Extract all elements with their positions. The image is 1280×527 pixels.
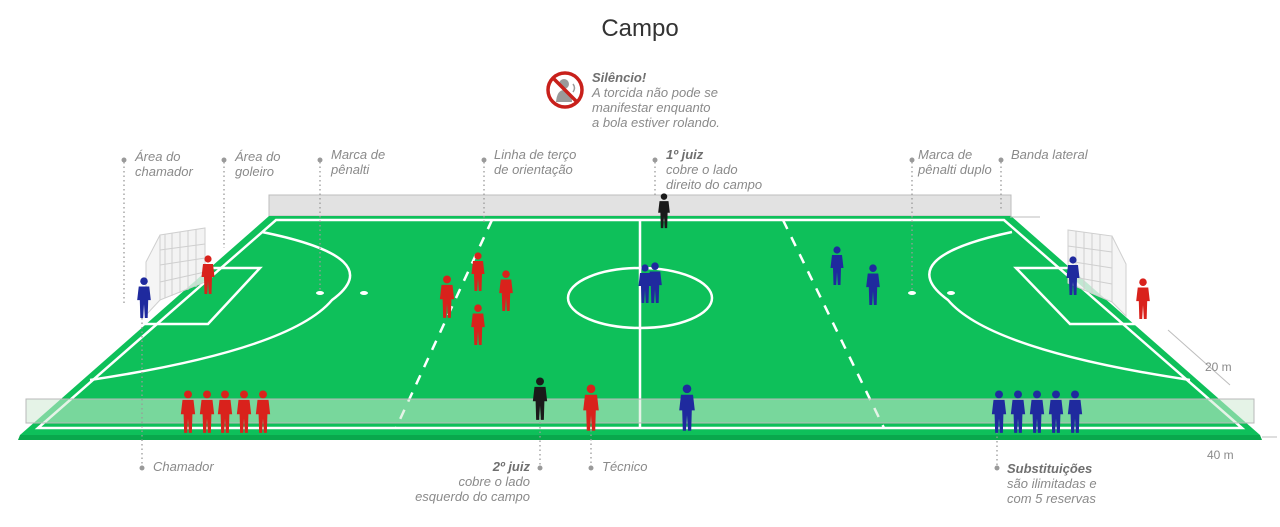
red-goalkeeper xyxy=(1136,278,1150,319)
blue-player xyxy=(137,277,151,318)
label-marca-penalti-line2: pênalti xyxy=(331,162,370,177)
left-keeper-box xyxy=(108,266,263,326)
dim-width-line xyxy=(1167,329,1231,386)
label-substituicoes: Substituições são ilimitadas e com 5 res… xyxy=(1007,461,1097,506)
red-player xyxy=(499,270,513,311)
blue-player xyxy=(866,264,880,305)
blue-player xyxy=(648,262,662,303)
red-player xyxy=(471,304,485,345)
right-penalty-mark xyxy=(908,291,916,295)
label-tecnico: Técnico xyxy=(602,459,648,474)
blue-player xyxy=(830,246,844,285)
referee-1 xyxy=(658,193,670,229)
red-reserve xyxy=(199,390,215,433)
label-juiz1-title: 1º juiz xyxy=(666,147,704,162)
left-double-penalty-mark xyxy=(360,291,368,295)
label-marca-penalti-duplo: Marca de pênalti duplo xyxy=(918,147,992,177)
label-subst-line2: com 5 reservas xyxy=(1007,491,1096,506)
red-player xyxy=(471,252,485,291)
label-area-chamador: Área do chamador xyxy=(135,149,193,179)
label-juiz2-title: 2º juiz xyxy=(492,459,530,474)
label-juiz2-line2: esquerdo do campo xyxy=(415,489,530,504)
silence-line-3: a bola estiver rolando. xyxy=(592,115,720,130)
red-player xyxy=(439,275,455,318)
red-reserve xyxy=(180,390,196,433)
right-double-penalty-mark xyxy=(947,291,955,295)
label-juiz1: 1º juiz cobre o lado direito do campo xyxy=(666,147,762,192)
right-third-line xyxy=(781,219,886,429)
page-title: Campo xyxy=(601,15,679,42)
label-marca-penalti-duplo-line1: Marca de xyxy=(918,147,973,162)
label-marca-penalti: Marca de pênalti xyxy=(331,147,385,177)
field-edge xyxy=(18,435,1262,440)
blue-player xyxy=(638,264,652,303)
label-area-goleiro-line1: Área do xyxy=(235,149,281,164)
label-area-chamador-line1: Área do xyxy=(135,149,181,164)
back-side-band xyxy=(268,194,1012,217)
label-area-goleiro-line2: goleiro xyxy=(235,164,275,179)
silence-line-2: manifestar enquanto xyxy=(592,100,711,115)
label-juiz1-line2: direito do campo xyxy=(666,177,763,192)
label-linha-terco-line2: de orientação xyxy=(494,162,573,177)
left-penalty-mark xyxy=(316,291,324,295)
label-marca-penalti-line1: Marca de xyxy=(331,147,386,162)
right-goal xyxy=(1067,229,1127,318)
label-area-chamador-line2: chamador xyxy=(135,164,193,179)
label-juiz2: 2º juiz cobre o lado esquerdo do campo xyxy=(405,459,530,504)
red-reserve xyxy=(217,390,233,433)
label-area-goleiro: Área do goleiro xyxy=(235,149,281,179)
label-subst-line1: são ilimitadas e xyxy=(1007,476,1097,491)
red-player xyxy=(201,255,215,294)
label-chamador: Chamador xyxy=(153,459,214,474)
label-linha-terco-line1: Linha de terço xyxy=(494,147,577,162)
blue-reserve xyxy=(1048,390,1064,433)
center-circle xyxy=(566,266,714,330)
label-banda-lateral: Banda lateral xyxy=(1011,147,1088,162)
blue-player xyxy=(1066,256,1080,295)
right-goal-area-arc xyxy=(928,230,1191,382)
blue-reserve xyxy=(1029,390,1045,433)
blue-reserve xyxy=(1010,390,1026,433)
dimension-width-label: 20 m xyxy=(1205,360,1232,374)
label-linha-terco: Linha de terço de orientação xyxy=(494,147,576,177)
dimension-length-label: 40 m xyxy=(1207,448,1234,462)
referee-2 xyxy=(532,377,548,420)
silence-line-1: A torcida não pode se xyxy=(592,85,718,100)
blue-reserve xyxy=(1067,390,1083,433)
blue-coach xyxy=(679,384,695,431)
blue-reserve xyxy=(991,390,1007,433)
no-noise-icon xyxy=(546,71,584,109)
red-reserve xyxy=(236,390,252,433)
field-boundary-line xyxy=(34,218,1246,430)
label-juiz2-line1: cobre o lado xyxy=(458,474,530,489)
label-subst-title: Substituições xyxy=(1007,461,1093,476)
left-goal-area-arc xyxy=(89,230,352,382)
players-layer xyxy=(137,193,1150,433)
label-juiz1-line1: cobre o lado xyxy=(666,162,738,177)
red-reserve xyxy=(255,390,271,433)
silence-note: Silêncio! A torcida não pode se manifest… xyxy=(592,70,720,130)
label-marca-penalti-duplo-line2: pênalti duplo xyxy=(918,162,992,177)
coach xyxy=(583,384,599,431)
silence-heading: Silêncio! xyxy=(592,70,647,85)
